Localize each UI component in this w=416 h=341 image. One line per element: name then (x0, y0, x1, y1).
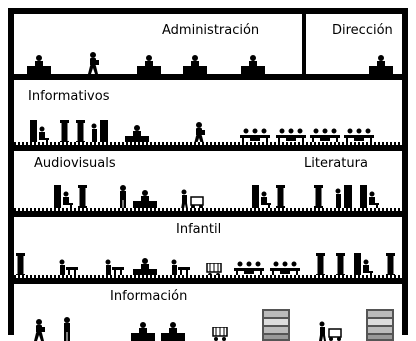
desk-person-icon (183, 55, 207, 74)
floor-infantil: Infantil (14, 217, 402, 279)
section-label-infantil: Infantil (176, 222, 222, 237)
desk-person-icon (241, 55, 265, 74)
person-shelf-icon (91, 120, 108, 144)
study-table-icon (240, 128, 270, 144)
floor-administracion: Administración Dirección (14, 14, 402, 76)
reader-shelf-icon (360, 185, 379, 209)
desk-person-icon (133, 190, 157, 209)
shelf-icon (336, 253, 345, 277)
bookcase-icon (366, 309, 394, 341)
person-shelf-icon (335, 185, 352, 209)
section-label-administracion: Administración (162, 23, 260, 38)
study-table-icon (270, 261, 300, 277)
floor-informativos: Informativos (14, 80, 402, 146)
floor-slab (14, 278, 402, 284)
section-label-literatura: Literatura (304, 156, 368, 171)
reader-shelf-icon (354, 253, 373, 277)
desk-person-icon (133, 258, 157, 277)
section-label-audiovisuals: Audiovisuals (34, 156, 116, 171)
floor-informacion: Información (14, 284, 402, 341)
standing-person-icon (64, 317, 70, 341)
shelf-icon (78, 185, 87, 209)
child-table-icon (59, 259, 78, 277)
walking-person-icon (88, 52, 99, 74)
standing-person-icon (120, 185, 126, 209)
section-label-informacion: Información (110, 289, 188, 304)
section-label-direccion: Dirección (332, 23, 393, 38)
desk-person-icon (27, 55, 51, 74)
floor-slab (14, 145, 402, 151)
reader-shelf-icon (30, 120, 49, 144)
building-frame: Administración Dirección Informativos Au… (8, 8, 408, 341)
reader-shelf-icon (252, 185, 271, 209)
section-label-informativos: Informativos (28, 89, 110, 104)
cart-person-icon (181, 189, 204, 209)
section-divider (302, 14, 306, 76)
reader-shelf-icon (54, 185, 73, 209)
floor-slab (14, 74, 402, 80)
study-table-icon (344, 128, 374, 144)
desk-person-icon (125, 125, 149, 144)
floor-hatch (14, 142, 402, 145)
child-table-icon (105, 259, 124, 277)
study-table-icon (276, 128, 306, 144)
cart-icon (212, 327, 228, 341)
floor-audiovisuals-literatura: Audiovisuals Literatura (14, 151, 402, 211)
shelf-icon (16, 253, 25, 277)
desk-person-icon (137, 55, 161, 74)
shelf-icon (76, 120, 85, 144)
cart-person-icon (319, 321, 342, 341)
floor-slab (14, 211, 402, 217)
study-table-icon (310, 128, 340, 144)
shelf-icon (60, 120, 69, 144)
study-table-icon (234, 261, 264, 277)
bookcase-icon (262, 309, 290, 341)
shelf-icon (276, 185, 285, 209)
floor-hatch (14, 208, 402, 211)
floor-hatch (14, 275, 402, 278)
desk-person-icon (369, 55, 393, 74)
shelf-icon (314, 185, 323, 209)
desk-person-icon (161, 322, 185, 341)
desk-person-icon (131, 322, 155, 341)
child-table-icon (171, 259, 190, 277)
shelf-icon (386, 253, 395, 277)
shelf-icon (316, 253, 325, 277)
walking-person-icon (34, 319, 45, 341)
walking-person-icon (194, 122, 205, 144)
